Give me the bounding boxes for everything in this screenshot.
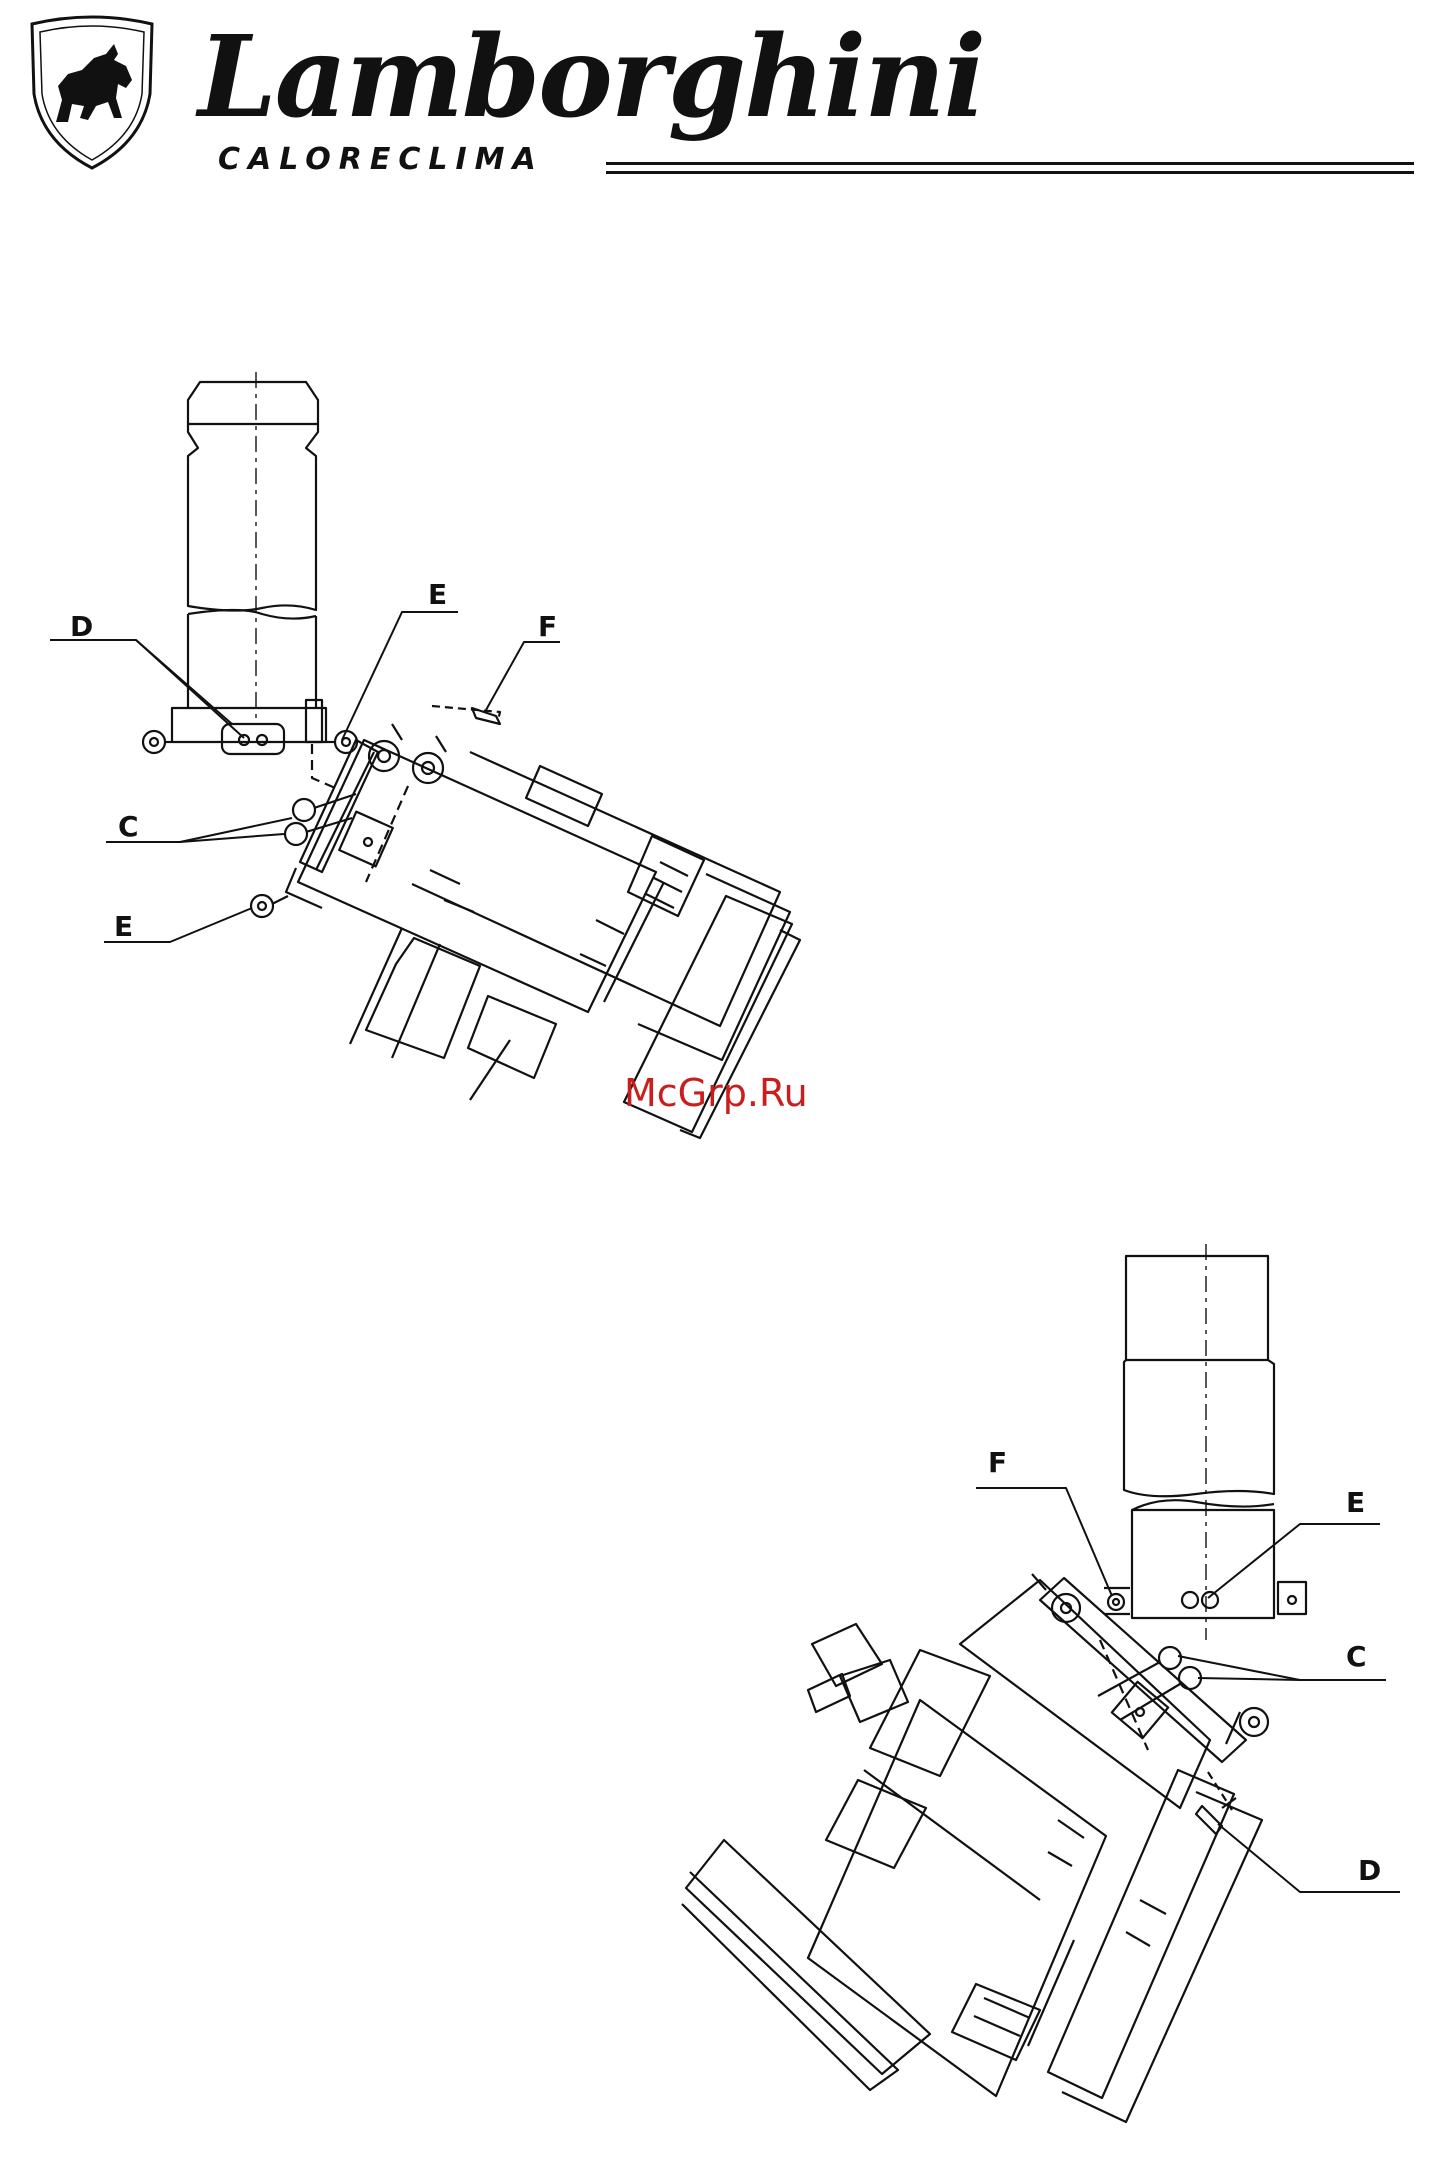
callout-e-bottom: E — [1346, 1488, 1365, 1518]
callout-e-bottom-top: E — [114, 912, 133, 942]
callout-f-bottom: F — [988, 1448, 1007, 1478]
flue-pipe-top — [188, 372, 318, 720]
callout-e-top: E — [428, 580, 447, 610]
mounting-flange-bottom — [1104, 1582, 1306, 1614]
callout-d-top: D — [70, 612, 93, 642]
callout-c-bottom: C — [1346, 1642, 1367, 1672]
callout-c-top: C — [118, 812, 139, 842]
mounting-flange-top — [143, 700, 357, 790]
leader-lines-top — [50, 612, 560, 942]
callout-f-top: F — [538, 612, 557, 642]
leader-lines-bottom — [976, 1488, 1400, 1892]
callout-d-bottom: D — [1358, 1856, 1381, 1886]
flue-pipe-bottom — [1124, 1244, 1274, 1640]
watermark-text: McGrp.Ru — [624, 1071, 808, 1115]
burner-body-bottom — [682, 1580, 1262, 2122]
